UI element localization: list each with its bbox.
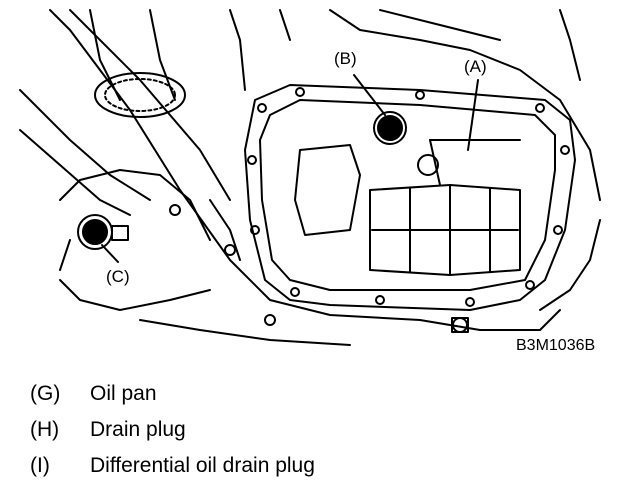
leader-line-a [467, 79, 479, 151]
figure-code: B3M1036B [516, 337, 595, 354]
transmission-housing [49, 9, 601, 346]
leader-line-c [101, 244, 119, 263]
callout-c: (C) [106, 267, 130, 286]
legend-key: (G) [30, 382, 61, 405]
parts-legend: (G) Oil pan (H) Drain plug (I) Different… [30, 376, 610, 484]
callout-a: (A) [464, 57, 487, 76]
leader-line-b [353, 74, 386, 116]
transmission-diagram: (A) (B) (C) B3M1036B [19, 9, 601, 354]
legend-item-drain-plug: (H) Drain plug [30, 412, 610, 448]
differential-drain-plug [77, 214, 129, 250]
legend-item-oil-pan: (G) Oil pan [30, 376, 610, 412]
legend-key: (H) [30, 418, 60, 441]
legend-item-differential-drain-plug: (I) Differential oil drain plug [30, 448, 610, 484]
drive-shaft [19, 9, 186, 216]
drain-plug [373, 111, 407, 145]
oil-pan [244, 84, 576, 311]
legend-text: Differential oil drain plug [90, 454, 315, 477]
legend-text: Drain plug [90, 418, 186, 441]
callout-b: (B) [334, 49, 357, 68]
legend-key: (I) [30, 454, 50, 477]
legend-text: Oil pan [90, 382, 157, 405]
